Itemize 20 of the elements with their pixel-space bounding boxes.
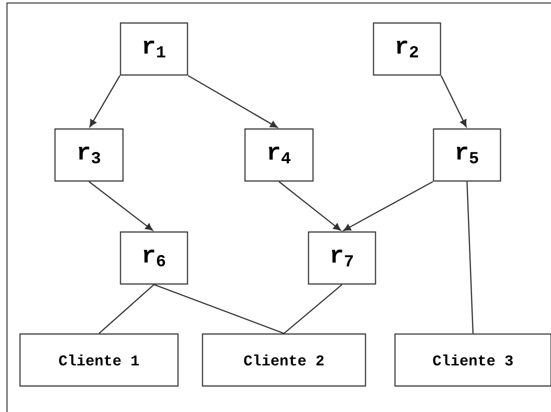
process-box: r$_{6}$ — [120, 231, 188, 285]
connector-line — [466, 182, 474, 334]
process-box: r$_{2}$ — [372, 22, 442, 76]
arrow — [188, 75, 278, 128]
arrow — [88, 181, 153, 231]
arrow — [89, 75, 120, 128]
client-box: Cliente 2 — [202, 333, 366, 387]
process-box: r$_{5}$ — [432, 128, 502, 182]
process-box: r$_{3}$ — [54, 128, 124, 182]
client-box: Cliente 1 — [19, 333, 179, 387]
arrow — [343, 181, 434, 231]
connector-line — [284, 284, 342, 334]
client-box: Cliente 3 — [394, 333, 551, 387]
connector-line — [154, 284, 284, 334]
connector-line — [98, 284, 154, 334]
arrow — [278, 181, 341, 231]
process-box: r$_{4}$ — [244, 128, 314, 182]
process-box: r$_{1}$ — [120, 22, 188, 76]
arrow — [440, 75, 467, 128]
process-box: r$_{7}$ — [308, 231, 376, 285]
